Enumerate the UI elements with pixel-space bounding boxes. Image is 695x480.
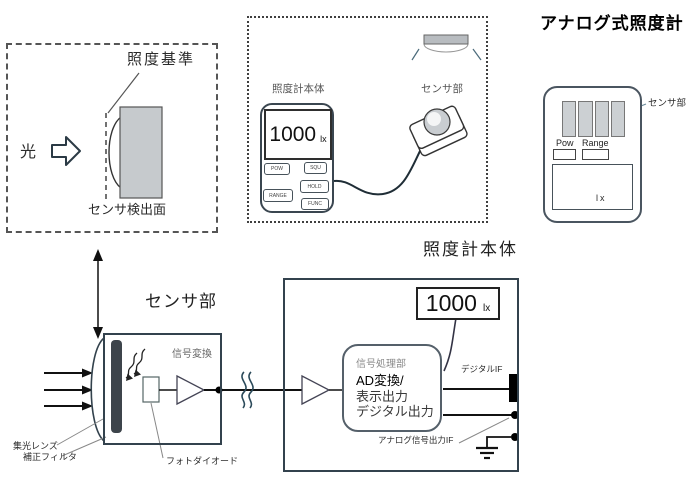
usage-scene-box — [247, 16, 488, 223]
usage-scene-graphics — [333, 34, 482, 196]
hold-button: HOLD — [300, 180, 329, 193]
analog-sensor-segments — [562, 101, 625, 137]
label-pointer-line — [458, 417, 510, 444]
func-button: FUNC — [301, 198, 329, 210]
main-display-value: 1000 — [425, 290, 477, 316]
analog-output-if-label: アナログ信号出力IF — [378, 435, 454, 445]
range-label: Range — [582, 138, 609, 148]
cable-break — [248, 371, 254, 409]
main-unit-title: 照度計本体 — [423, 240, 518, 259]
sensor-section-title: センサ部 — [145, 292, 217, 311]
double-arrow-head — [93, 327, 103, 339]
pow-button: POW — [264, 163, 290, 175]
label-pointer-line — [56, 418, 104, 446]
analog-sensor-label: センサ部 — [648, 98, 687, 109]
main-unit-box — [283, 278, 519, 472]
cable-break — [241, 371, 247, 409]
analog-pow-button — [553, 149, 576, 160]
amplifier-triangle — [301, 374, 331, 406]
sensor-surface-label: センサ検出面 — [88, 202, 167, 217]
sensor-target-rect — [119, 106, 163, 199]
lens-shape — [108, 116, 122, 189]
light-label: 光 — [20, 144, 37, 161]
pow-label: Pow — [556, 138, 574, 148]
arrow-head — [82, 385, 93, 395]
display-link-curve — [443, 317, 457, 372]
processor-line-digital: デジタル出力 — [356, 404, 434, 419]
label-pointer-line — [150, 402, 164, 459]
signal-processor-box: 信号処理部 AD変換/ 表示出力 デジタル出力 — [342, 344, 442, 432]
sensor-head — [409, 105, 468, 157]
main-display-unit: lx — [482, 303, 491, 314]
processor-line-display: 表示出力 — [356, 388, 409, 404]
sensor-part-label: センサ部 — [421, 83, 463, 95]
squ-button: SQU — [304, 162, 327, 174]
sensor-segment — [594, 101, 609, 137]
light-block-arrow-icon — [51, 136, 81, 166]
sensor-segment — [610, 101, 625, 137]
sensor-dome-highlight — [427, 112, 441, 126]
analog-meter-window — [552, 164, 633, 210]
condenser-lens-label: 集光レンズ — [13, 441, 58, 451]
label-pointer-line — [107, 72, 140, 114]
amplifier-triangle — [176, 374, 206, 406]
range-button: RANGE — [263, 189, 293, 202]
photodiode-label: フォトダイオード — [166, 456, 239, 466]
analog-meter-title: アナログ式照度計 — [540, 14, 684, 33]
correction-filter-bar — [111, 340, 122, 433]
sensor-cable — [333, 148, 422, 196]
analog-range-button — [582, 149, 609, 160]
double-arrow-head — [93, 249, 103, 261]
signal-conversion-label: 信号変換 — [172, 349, 212, 360]
block-diagram-graphics — [44, 249, 519, 460]
ground-symbol — [476, 436, 511, 460]
sensor-segment — [562, 101, 577, 137]
ceiling-light — [423, 34, 469, 45]
processor-title: 信号処理部 — [356, 359, 406, 370]
condenser-lens-shape — [90, 337, 105, 442]
processor-line-ad: AD変換/ — [356, 373, 404, 388]
ceiling-light-diffuser — [423, 43, 469, 53]
digital-if-label: デジタルIF — [461, 364, 503, 374]
illuminance-standard-label: 照度基準 — [127, 51, 196, 68]
light-ray — [411, 48, 420, 61]
display-value: 1000 — [269, 122, 317, 146]
sensor-segment — [578, 101, 593, 137]
reference-setup-box — [6, 43, 218, 233]
meter-display: 1000 lx — [264, 109, 332, 160]
main-display: 1000 lx — [416, 287, 500, 320]
sensor-section-box — [103, 333, 222, 445]
digital-if-connector — [509, 374, 519, 402]
meter-body-label: 照度計本体 — [272, 83, 325, 95]
analog-unit-label: lx — [596, 193, 607, 203]
label-pointer-line — [61, 436, 107, 457]
reference-setup-graphics — [51, 72, 163, 201]
light-ray — [472, 48, 482, 61]
light-squiggle-arrows — [125, 348, 146, 381]
arrow-head — [82, 368, 93, 378]
arrow-head — [82, 401, 93, 411]
display-unit: lx — [320, 134, 327, 144]
correction-filter-label: 補正フィルタ — [23, 452, 77, 462]
